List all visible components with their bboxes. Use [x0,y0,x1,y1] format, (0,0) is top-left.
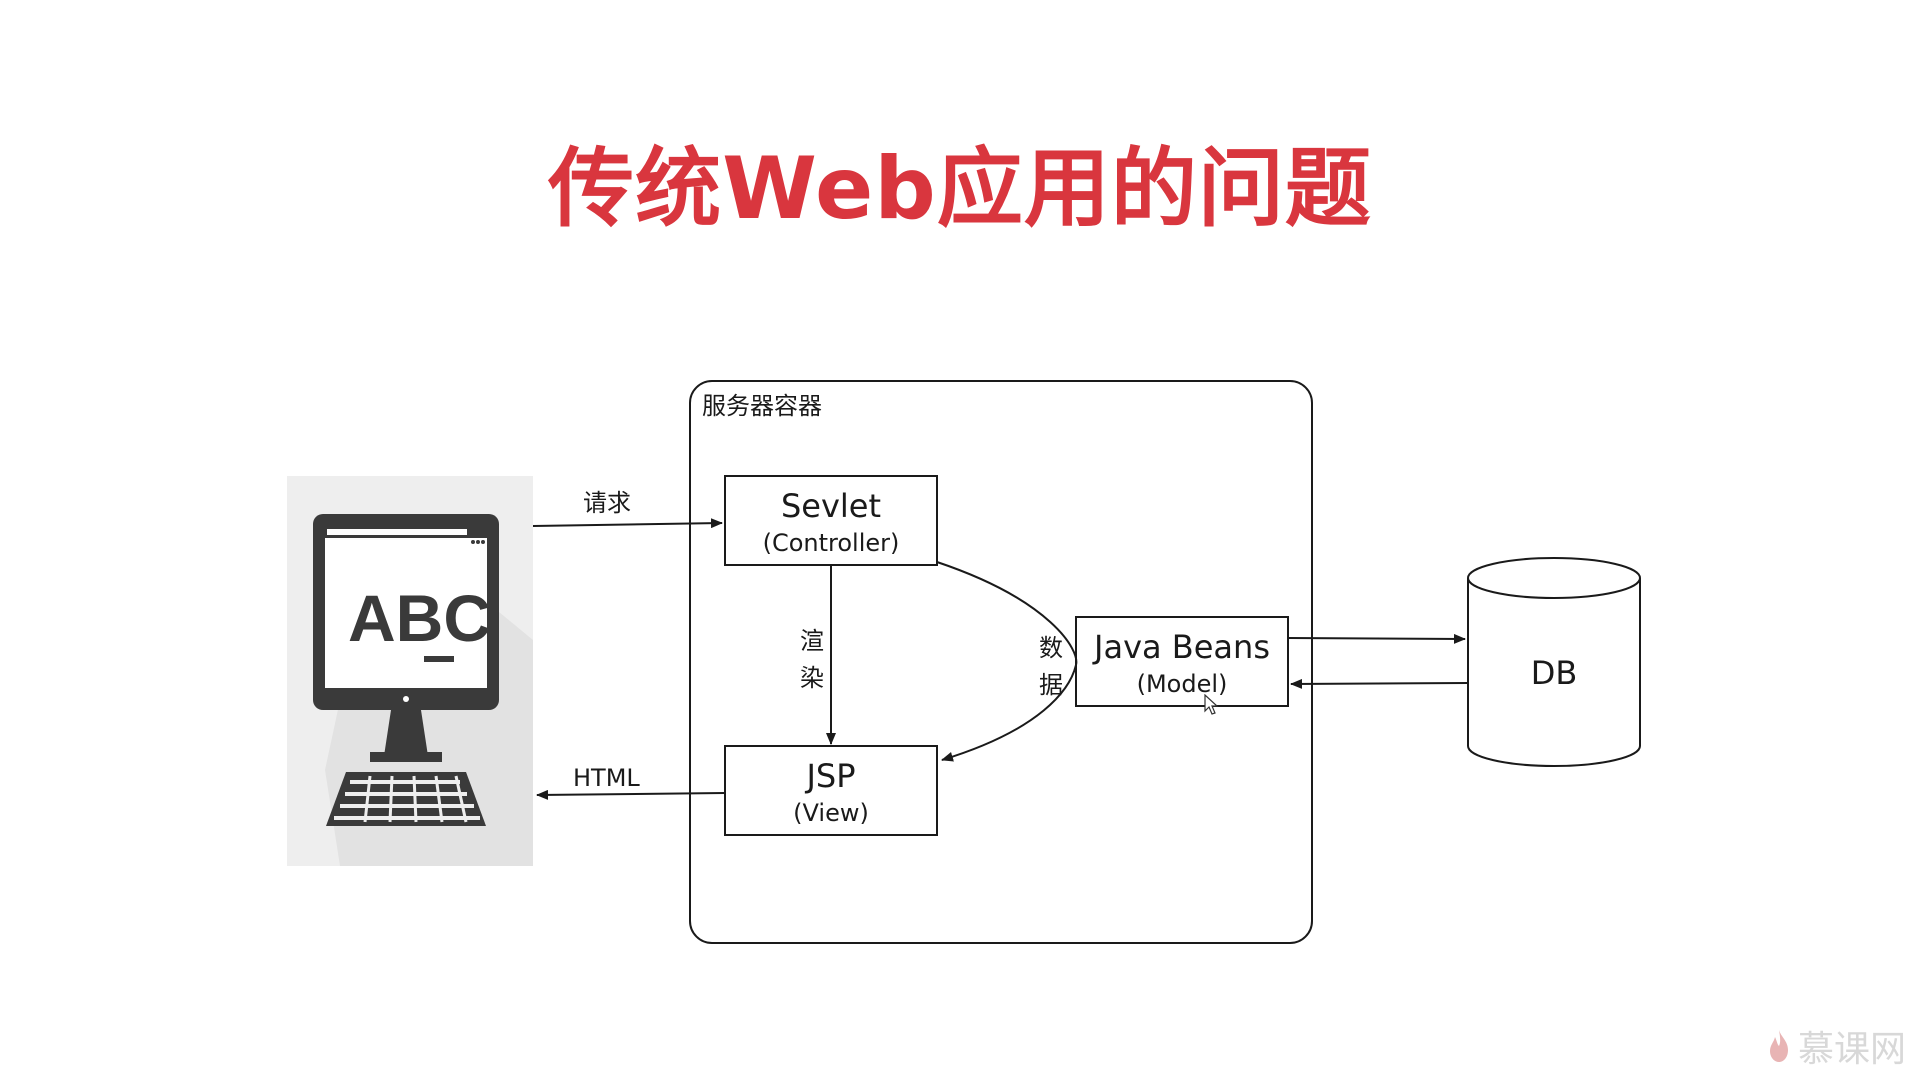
html-arrow [536,789,726,800]
jsp-name: JSP [804,757,855,795]
data-curve [936,561,1078,762]
flame-icon [1769,1030,1788,1062]
java-beans-role: (Model) [1137,670,1228,698]
db-to-beans-arrow [1290,678,1469,689]
beans-to-db-arrow [1287,633,1466,644]
render-label-2: 染 [800,664,824,692]
data-label-2: 据 [1039,671,1063,699]
request-label: 请求 [583,489,631,517]
jsp-role: (View) [793,799,869,827]
server-container [689,380,1313,944]
data-label-1: 数 [1039,634,1063,662]
watermark-text: 慕课网 [1797,1029,1906,1070]
db-label: DB [1531,654,1578,692]
servlet-name: Sevlet [781,487,881,525]
client-computer-icon: ABC [287,476,533,866]
html-label: HTML [573,764,640,792]
servlet-box [724,475,938,566]
db-cylinder: DB [1467,557,1641,767]
java-beans-name: Java Beans [1092,628,1270,666]
jsp-box [724,745,938,836]
client-screen-text: ABC [348,581,491,655]
java-beans-box [1075,616,1289,707]
request-arrow [532,518,723,529]
servlet-role: (Controller) [763,529,900,557]
mouse-cursor-icon [1204,694,1219,715]
server-container-label: 服务器容器 [702,392,822,420]
slide-title: 传统Web应用的问题 [548,139,1372,239]
render-label-1: 渲 [800,627,824,655]
watermark: 慕课网 [1766,1020,1906,1072]
